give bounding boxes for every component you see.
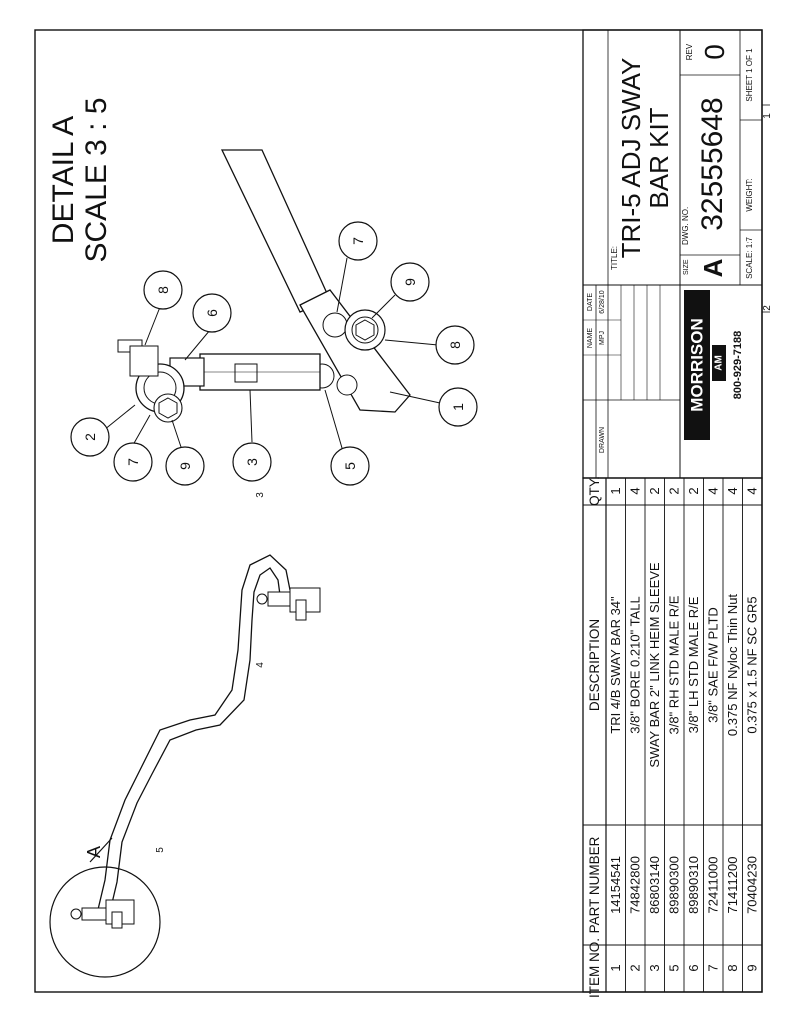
- bom-cell-item: 1: [608, 964, 623, 971]
- callout-9-left: 9: [165, 419, 205, 486]
- bom-cell-part: 70404230: [744, 856, 759, 914]
- detail-title: DETAIL A: [47, 116, 80, 244]
- end-link-top: [256, 587, 321, 621]
- bom-cell-qty: 1: [608, 487, 623, 494]
- detail-view: DETAIL A SCALE 3 : 5 2: [47, 97, 478, 486]
- rev-label: REV: [685, 43, 694, 60]
- title-block: NAME DATE DRAWN MPJ 6/28/10 TITLE: TRI-5…: [582, 29, 763, 479]
- callout-8-top: 8: [143, 270, 183, 346]
- weight-text: WEIGHT:: [745, 178, 754, 211]
- svg-text:1: 1: [450, 403, 466, 411]
- company-logo: MORRISON AM 800-929-7188: [684, 290, 744, 440]
- callout-9-right: 9: [371, 262, 430, 319]
- bom-cell-part: 72411000: [705, 857, 720, 914]
- sway-bar-overview: A: [49, 554, 321, 978]
- detail-scale: SCALE 3 : 5: [80, 97, 113, 262]
- svg-text:800-929-7188: 800-929-7188: [732, 331, 744, 400]
- svg-text:7: 7: [350, 237, 366, 245]
- drawn-date: 6/28/10: [599, 290, 606, 313]
- bom-cell-qty: 2: [686, 487, 701, 494]
- size-value: A: [698, 258, 728, 277]
- svg-text:8: 8: [155, 286, 171, 294]
- bom-cell-desc: SWAY BAR 2" LINK HEIM SLEEVE: [647, 562, 662, 768]
- bom-header-item: ITEM NO.: [587, 938, 602, 998]
- view-marker-a: A: [84, 846, 104, 858]
- rev-value: 0: [699, 44, 730, 60]
- svg-text:AM: AM: [714, 355, 725, 371]
- name-label: NAME: [587, 328, 594, 349]
- callout-7-right: 7: [336, 221, 378, 313]
- svg-text:MORRISON: MORRISON: [688, 318, 707, 412]
- bom-header-qty: QTY.: [587, 476, 602, 506]
- zone-right-1: 1: [762, 113, 773, 119]
- zone-bottom-4: 4: [255, 662, 266, 668]
- bom-cell-part: 71411200: [725, 857, 740, 914]
- bom-cell-item: 8: [725, 964, 740, 971]
- bom-cell-desc: 0.375 NF Nyloc Thin Nut: [725, 594, 740, 736]
- bom-cell-part: 86803140: [647, 856, 662, 914]
- drawn-name: MPJ: [599, 331, 606, 345]
- bom-cell-qty: 4: [744, 487, 759, 494]
- bom-cell-qty: 2: [666, 487, 681, 494]
- svg-text:9: 9: [402, 278, 418, 286]
- bom-cell-part: 74842800: [627, 856, 642, 914]
- callout-1: 1: [389, 387, 478, 427]
- dwg-value: 32555648: [696, 97, 729, 230]
- callout-5: 5: [324, 389, 370, 486]
- bom-cell-qty: 4: [705, 487, 720, 494]
- bom-cell-item: 6: [686, 964, 701, 971]
- bom-cell-desc: 3/8" LH STD MALE R/E: [686, 596, 701, 733]
- bom-cell-desc: 3/8" BORE 0.210" TALL: [627, 596, 642, 733]
- svg-text:5: 5: [342, 462, 358, 470]
- title-label: TITLE:: [610, 246, 619, 270]
- bom-cell-qty: 2: [647, 487, 662, 494]
- scale-text: SCALE: 1:7: [745, 237, 754, 279]
- title-line2: BAR KIT: [644, 107, 674, 208]
- bom-cell-desc: 0.375 x 1.5 NF SC GR5: [744, 596, 759, 733]
- zone-bottom-5: 5: [155, 847, 166, 853]
- bom-cell-part: 14154541: [608, 856, 623, 914]
- title-line1: TRI-5 ADJ SWAY: [616, 58, 646, 259]
- size-label: SIZE: [683, 259, 690, 275]
- bom-cell-item: 7: [705, 964, 720, 971]
- date-label: DATE: [587, 293, 594, 311]
- svg-text:6: 6: [204, 309, 220, 317]
- bom-header-desc: DESCRIPTION: [587, 619, 602, 711]
- svg-text:3: 3: [244, 458, 260, 466]
- bom-cell-desc: 3/8" SAE F/W PLTD: [705, 607, 720, 723]
- zone-bottom-3: 3: [255, 492, 266, 498]
- dwg-label: DWG. NO.: [681, 207, 690, 245]
- bom-cell-desc: 3/8" RH STD MALE R/E: [666, 595, 681, 734]
- bom-cell-item: 3: [647, 964, 662, 971]
- bom-cell-part: 89890310: [686, 856, 701, 914]
- callout-6: 6: [184, 293, 232, 361]
- drawn-label: DRAWN: [599, 427, 606, 453]
- callouts: 2 8 6 7 9: [70, 221, 478, 486]
- bom-cell-part: 89890300: [666, 856, 681, 914]
- bom-cell-item: 2: [627, 964, 642, 971]
- sheet-text: SHEET 1 OF 1: [745, 48, 754, 102]
- svg-text:2: 2: [82, 433, 98, 441]
- callout-3: 3: [232, 389, 272, 482]
- bom-table: ITEM NO. PART NUMBER DESCRIPTION QTY. 1 1…: [582, 476, 763, 998]
- callout-2: 2: [70, 404, 136, 457]
- svg-text:8: 8: [447, 341, 463, 349]
- bom-cell-qty: 4: [725, 487, 740, 494]
- bom-cell-desc: TRI 4/B SWAY BAR 34": [608, 596, 623, 734]
- bom-cell-item: 9: [744, 964, 759, 971]
- svg-text:7: 7: [125, 458, 141, 466]
- callout-7-left: 7: [113, 414, 153, 482]
- bom-header-part: PART NUMBER: [587, 836, 602, 933]
- zone-markers: 1 2 5 4 3: [155, 104, 773, 853]
- detail-circle: [49, 866, 161, 978]
- zone-right-2: 2: [762, 305, 773, 311]
- bom-cell-item: 5: [666, 964, 681, 971]
- svg-text:9: 9: [177, 462, 193, 470]
- callout-8-right: 8: [384, 325, 475, 365]
- bom-cell-qty: 4: [627, 487, 642, 494]
- end-link-bottom: [70, 899, 135, 929]
